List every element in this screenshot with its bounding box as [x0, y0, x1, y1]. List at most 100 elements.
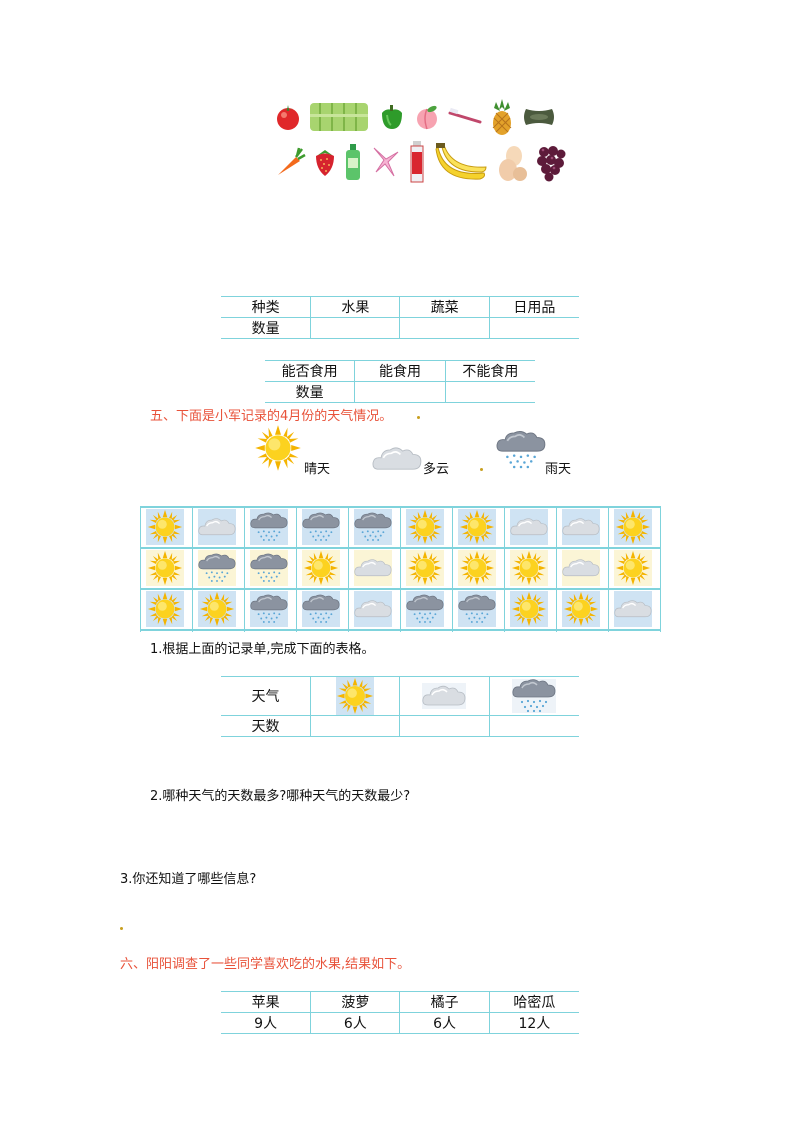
- question-2: 2.哪种天气的天数最多?哪种天气的天数最少?: [150, 789, 411, 804]
- grid-line: [504, 506, 505, 632]
- cloud-icon: [614, 597, 652, 621]
- toothbrush-icon: [448, 107, 482, 124]
- weather-cell: [562, 550, 600, 586]
- table-cell: 天气: [221, 676, 311, 716]
- sun-icon: [615, 509, 651, 545]
- grape-icon: [537, 146, 566, 182]
- section-6-title: 六、阳阳调查了一些同学喜欢吃的水果,结果如下。: [120, 957, 411, 972]
- weather-cell: [562, 591, 600, 627]
- rain-cloud-icon: [198, 552, 236, 584]
- weather-cell: [354, 591, 392, 627]
- weather-cell: [198, 550, 236, 586]
- cloud-icon: [510, 515, 548, 539]
- weather-cell: [406, 550, 444, 586]
- grid-line: [400, 506, 401, 632]
- cloud-icon: [562, 556, 600, 580]
- sun-icon: [407, 550, 443, 586]
- table-cell: 水果: [310, 296, 401, 318]
- sun-icon: [615, 550, 651, 586]
- weather-cell: [458, 509, 496, 545]
- legend-sunny-label: 晴天: [304, 462, 331, 477]
- grid-line: [348, 506, 349, 632]
- table-row: 数量: [221, 317, 579, 339]
- category-table: 种类 水果 蔬菜 日用品 数量: [221, 296, 579, 339]
- answer-cell[interactable]: [488, 715, 579, 737]
- rain-cloud-icon: [250, 552, 288, 584]
- rain-cloud-icon: [406, 593, 444, 625]
- shampoo-icon: [346, 144, 360, 180]
- answer-cell[interactable]: [354, 381, 446, 403]
- rain-cloud-icon: [458, 593, 496, 625]
- question-1: 1.根据上面的记录单,完成下面的表格。: [150, 642, 375, 657]
- weather-cell: [302, 591, 340, 627]
- table-cell: [309, 676, 401, 716]
- items-row-2: [274, 140, 566, 184]
- decor-dot: [120, 927, 123, 930]
- weather-cell: [198, 591, 236, 627]
- table-cell: [488, 676, 579, 716]
- weather-cell: [406, 509, 444, 545]
- soap-icon: [524, 109, 554, 125]
- answer-cell[interactable]: [399, 317, 490, 339]
- rain-cloud-icon: [250, 511, 288, 543]
- sun-icon: [459, 550, 495, 586]
- cloud-icon: [354, 556, 392, 580]
- table-row: 苹果 菠萝 橘子 哈密瓜: [221, 991, 579, 1013]
- weather-cell: [458, 550, 496, 586]
- tomato-icon: [277, 105, 299, 130]
- weather-cell: [510, 591, 548, 627]
- table-row: 9人 6人 6人 12人: [221, 1012, 579, 1034]
- cloud-icon: [422, 683, 467, 709]
- table-row: 天数: [221, 715, 579, 737]
- rain-cloud-icon: [250, 593, 288, 625]
- weather-cell: [510, 509, 548, 545]
- rain-cloud-icon: [302, 511, 340, 543]
- sun-icon: [511, 550, 547, 586]
- answer-cell[interactable]: [309, 715, 401, 737]
- legend-cloudy-label: 多云: [423, 462, 450, 477]
- section-5-title: 五、下面是小军记录的4月份的天气情况。: [150, 409, 393, 424]
- rain-cloud-icon: [354, 511, 392, 543]
- table-cell: 数量: [221, 317, 312, 339]
- grid-line: [140, 506, 141, 632]
- table-row: 天气: [221, 676, 579, 716]
- weather-cell: [146, 509, 184, 545]
- weather-cell: [146, 591, 184, 627]
- egg-icon: [499, 146, 527, 181]
- table-cell: 12人: [488, 1012, 579, 1034]
- grid-line: [244, 506, 245, 632]
- table-cell: 橘子: [399, 991, 490, 1013]
- table-cell: 天数: [221, 715, 311, 737]
- answer-cell[interactable]: [310, 317, 401, 339]
- table-cell: 6人: [399, 1012, 490, 1034]
- answer-cell[interactable]: [488, 317, 579, 339]
- candy-icon: [373, 147, 399, 177]
- weather-cell: [562, 509, 600, 545]
- towel-icon: [310, 103, 368, 131]
- grid-line: [556, 506, 557, 632]
- banana-icon: [435, 143, 487, 180]
- grid-line: [296, 506, 297, 632]
- sun-icon: [199, 591, 235, 627]
- answer-cell[interactable]: [444, 381, 535, 403]
- grid-line: [192, 506, 193, 632]
- legend-rainy-label: 雨天: [545, 462, 572, 477]
- weather-count-table: 天气 天数: [221, 676, 579, 737]
- sun-icon: [147, 550, 183, 586]
- cloud-icon: [372, 444, 422, 474]
- answer-cell[interactable]: [399, 715, 490, 737]
- items-row-1: [276, 98, 556, 136]
- weather-cell: [198, 509, 236, 545]
- weather-cell: [302, 509, 340, 545]
- strawberry-icon: [316, 150, 334, 176]
- fruit-survey-table: 苹果 菠萝 橘子 哈密瓜 9人 6人 6人 12人: [221, 991, 579, 1034]
- table-cell: 种类: [221, 296, 312, 318]
- table-cell: 能否食用: [265, 360, 356, 382]
- weather-cell: [354, 509, 392, 545]
- table-cell: 日用品: [488, 296, 579, 318]
- sun-icon: [336, 677, 375, 715]
- weather-cell: [250, 550, 288, 586]
- table-cell: 6人: [310, 1012, 401, 1034]
- weather-cell: [250, 509, 288, 545]
- weather-record-grid: [140, 506, 661, 632]
